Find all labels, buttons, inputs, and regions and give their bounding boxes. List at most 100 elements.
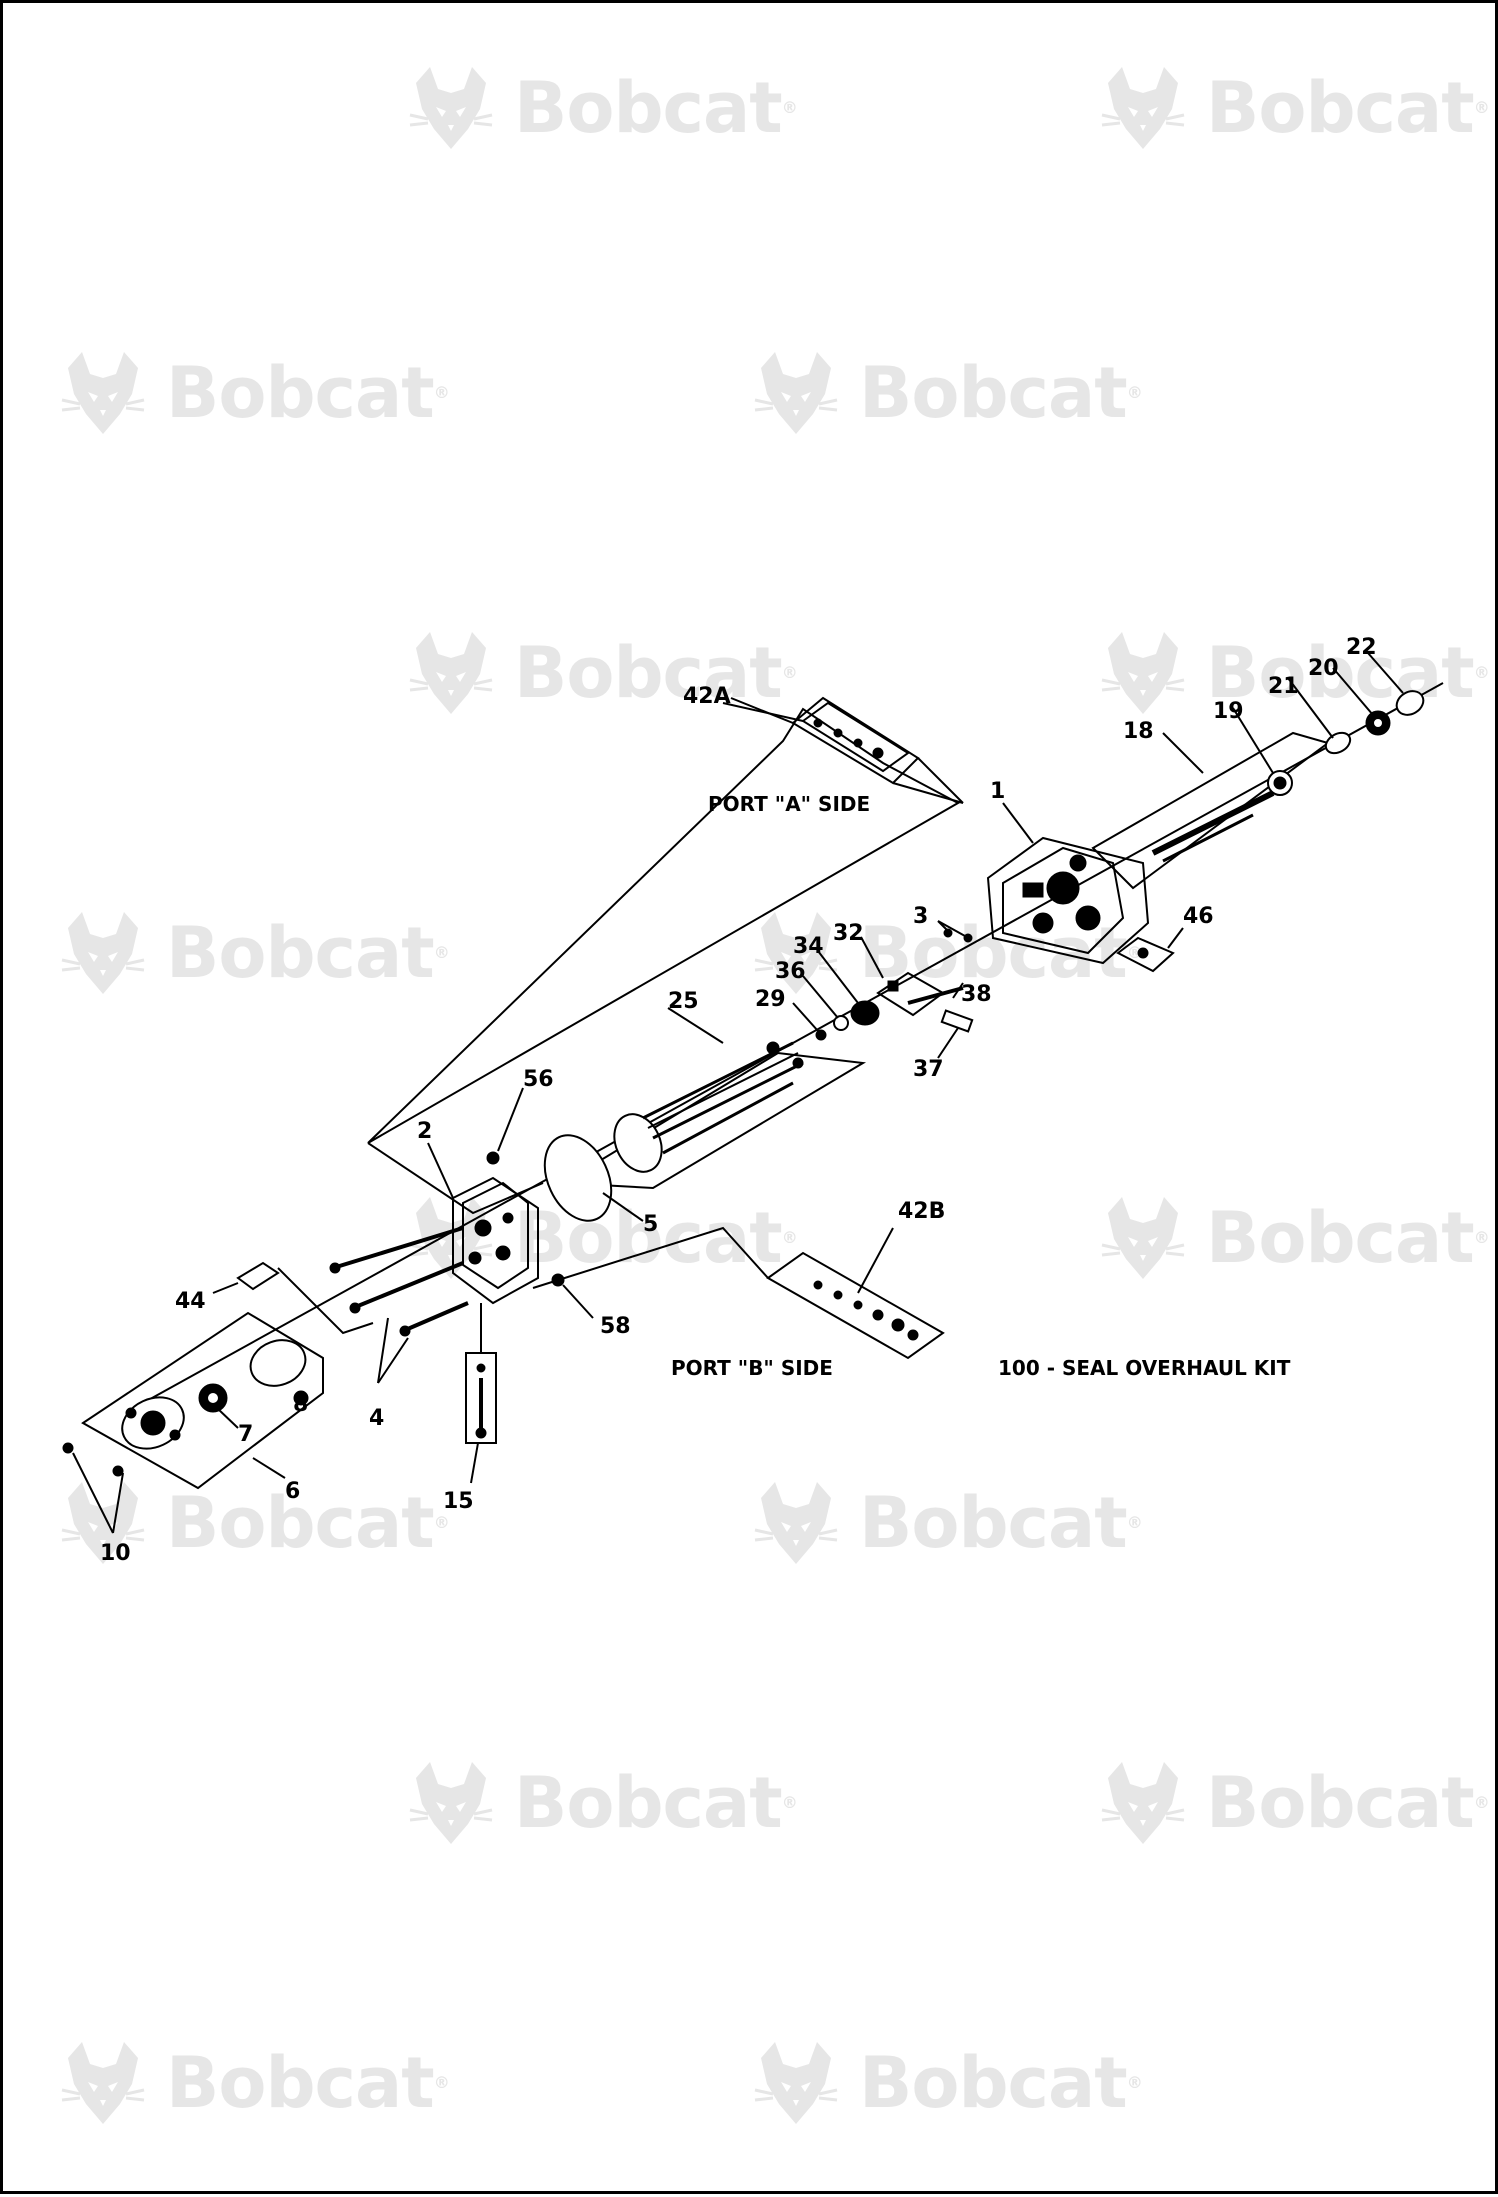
callout-15: 15 [443,1489,474,1514]
callout-19: 19 [1213,699,1244,724]
rear-cover-group-box [81,1311,324,1490]
part-2-end-cap [452,1176,539,1305]
leader-4b [377,1337,409,1384]
part-29-pin [815,1029,827,1041]
leader-22 [1367,652,1404,694]
kit-42a-plate [801,701,910,773]
part-8-o-ring [249,1339,309,1406]
kit-42a-seals [813,718,884,759]
callout-42a: 42A [683,684,731,709]
leader-46 [1167,927,1184,949]
leader-6 [252,1457,286,1479]
callout-4: 4 [369,1406,384,1431]
leader-42b [857,1227,894,1294]
leader-29 [792,1002,819,1032]
leader-25 [667,1007,724,1044]
part-44-tag [236,1261,280,1291]
part-36-spacer [833,1015,849,1031]
leader-56 [497,1087,524,1152]
callout-10: 10 [100,1541,131,1566]
leader-42a-b [730,697,794,724]
exploded-view-diagram: 1 2 3 4 5 6 7 8 10 15 18 19 20 21 22 25 … [62,635,1444,1566]
part-21-ring [1324,731,1352,755]
callout-2: 2 [417,1119,432,1144]
shaft-18-box [1091,731,1331,890]
part-56-screw [486,1151,500,1165]
leader-15 [470,1442,479,1484]
callout-21: 21 [1268,674,1299,699]
callout-34: 34 [793,934,824,959]
callout-18: 18 [1123,719,1154,744]
part-15-cartridge [465,1352,497,1444]
leader-36 [802,975,839,1019]
leader-4 [377,1317,389,1384]
callout-25: 25 [668,989,699,1014]
caption-seal-overhaul-kit: 100 - SEAL OVERHAUL KIT [998,1356,1291,1380]
callout-1: 1 [990,779,1005,804]
part-25-rotor-assembly [613,1041,804,1173]
leader-37 [937,1027,959,1059]
callout-3: 3 [913,904,928,929]
rotor-group-box [559,1051,867,1190]
part-46-plate [1116,936,1175,973]
callout-5: 5 [643,1212,658,1237]
part-6-rear-cover [121,1396,185,1450]
callout-6: 6 [285,1479,300,1504]
callout-20: 20 [1308,656,1339,681]
caption-port-a-side: PORT "A" SIDE [708,792,870,816]
part-34-disc [850,1000,880,1026]
part-4-bolts [329,1226,469,1337]
caption-port-b-side: PORT "B" SIDE [671,1356,833,1380]
leader-7 [216,1407,239,1429]
port-b-lower-line [277,1267,374,1335]
part-20-seal [1365,710,1391,736]
leader-2 [427,1142,454,1199]
leader-3b [937,920,966,937]
leader-21 [1287,677,1334,739]
callout-46: 46 [1183,904,1214,929]
part-58-plug [551,1273,565,1287]
part-10-screws [62,1442,124,1534]
callout-29: 29 [755,987,786,1012]
leader-1 [1002,802,1034,844]
leader-20 [1332,667,1374,716]
port-a-edge-1 [917,757,964,804]
leader-32 [860,936,884,979]
part-5-o-ring [543,1134,613,1222]
leader-42a-a [722,702,804,722]
part-22-ring [1395,690,1425,716]
callout-37: 37 [913,1057,944,1082]
callout-56: 56 [523,1067,554,1092]
part-3-screws [943,928,973,943]
part-1-housing [986,836,1150,965]
leader-58 [562,1284,594,1319]
part-32-valve-block [876,971,945,1017]
callout-8: 8 [293,1392,308,1417]
port-b-bracket [532,1226,769,1289]
leader-44 [212,1282,239,1294]
leader-38 [952,982,964,999]
kit-42b-seals [813,1280,919,1341]
part-37-plug [940,1009,974,1033]
callout-58: 58 [600,1314,631,1339]
leader-34 [817,950,859,1004]
callout-7: 7 [238,1422,253,1447]
callout-32: 32 [833,921,864,946]
callout-44: 44 [175,1289,206,1314]
part-19-bearing [1267,770,1293,796]
port-a-bracket [367,1142,544,1215]
part-7-seal [198,1383,228,1413]
kit-42b-box [766,1251,945,1360]
leader-18 [1162,732,1204,774]
callout-38: 38 [961,982,992,1007]
port-a-edge-2 [892,782,964,804]
leader-19 [1232,707,1274,774]
part-38-screw [907,986,964,1005]
callout-22: 22 [1346,635,1377,660]
port-a-outline [367,707,961,1144]
callout-36: 36 [775,959,806,984]
callout-42b: 42B [898,1199,945,1224]
part-18-shaft [1151,790,1275,863]
leader-5 [602,1192,644,1222]
